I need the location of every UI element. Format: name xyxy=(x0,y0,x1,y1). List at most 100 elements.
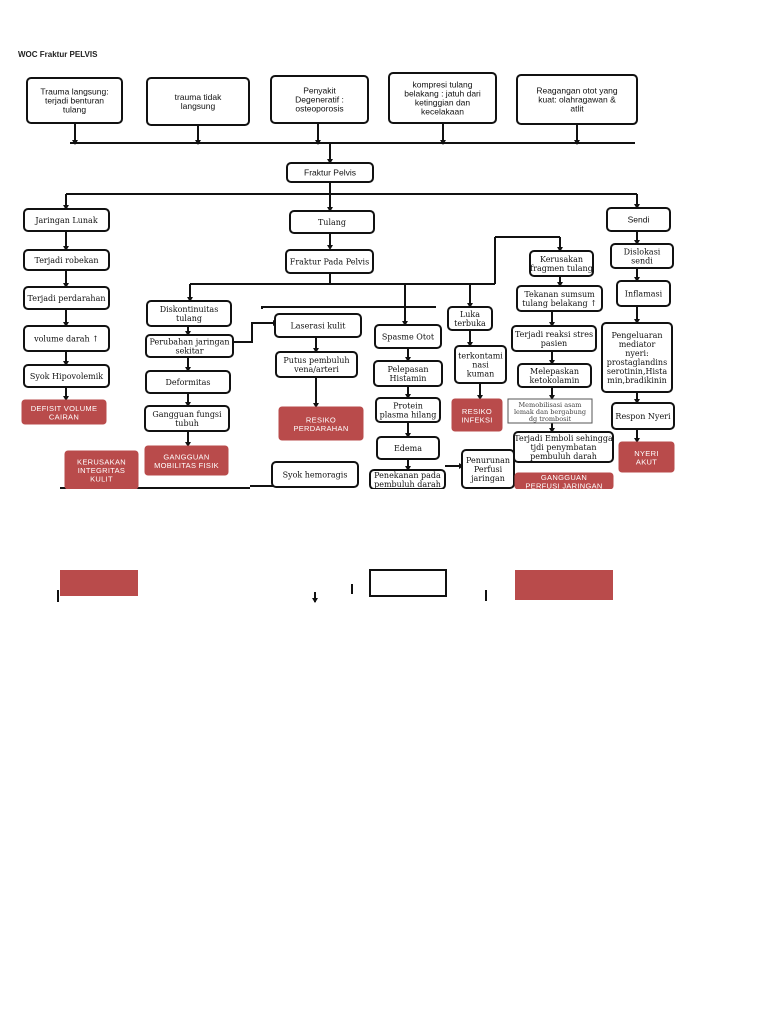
node-label-line: sendi xyxy=(631,257,653,266)
node-box xyxy=(23,364,110,388)
node-label-line: Pelepasan xyxy=(388,365,429,374)
node-box xyxy=(376,436,440,460)
node-label-line: Sendi xyxy=(628,215,650,225)
node-label-line: Degeneratif : xyxy=(295,95,344,105)
node-box xyxy=(275,351,358,378)
node-label-line: tulang xyxy=(63,105,86,115)
partial-fragments xyxy=(60,569,613,600)
node-label-line: Dislokasi xyxy=(624,248,661,257)
node-label-line: nasi xyxy=(472,361,489,370)
node-label-line: Melepaskan xyxy=(530,367,579,376)
node-label-line: nyeri: xyxy=(625,349,648,358)
fragment-red-left xyxy=(60,570,138,596)
node-box xyxy=(374,324,442,349)
node-box xyxy=(146,77,250,126)
node-box xyxy=(285,249,374,274)
node-box xyxy=(21,399,107,425)
node-label-line: ketinggian dan xyxy=(415,98,471,108)
node-fraktur-pada-pelvis: Fraktur Pada Pelvis xyxy=(285,249,374,274)
node-label-line: GANGGUAN xyxy=(541,473,587,482)
node-label-line: Spasme Otot xyxy=(382,333,435,342)
node-label-line: RESIKO xyxy=(462,407,492,416)
node-label-line: atlit xyxy=(570,104,584,114)
node-label-line: Syok Hipovolemik xyxy=(30,372,103,381)
node-pengeluaran-mediator: Pengeluaranmediatornyeri:prostaglandinss… xyxy=(601,322,673,393)
node-box xyxy=(388,72,497,124)
node-label-line: trauma tidak xyxy=(175,92,223,102)
node-label-line: GANGGUAN xyxy=(163,452,209,461)
node-label-line: pembuluh darah xyxy=(374,480,441,489)
node-label-line: ketokolamin xyxy=(530,376,580,385)
node-box xyxy=(454,345,507,384)
node-box xyxy=(23,249,110,271)
node-label-line: Terjadi reaksi stres xyxy=(515,330,593,339)
blank-band xyxy=(0,489,768,569)
node-laserasi-kulit: Laserasi kulit xyxy=(274,313,362,338)
node-label-line: Putus pembuluh xyxy=(283,356,349,365)
node-label-line: terjadi benturan xyxy=(45,96,104,106)
node-label-line: Syok hemoragis xyxy=(283,471,348,480)
node-box xyxy=(511,325,597,352)
node-box xyxy=(517,363,592,388)
node-box xyxy=(23,286,110,310)
node-box xyxy=(145,370,231,394)
node-label-line: kompresi tulang xyxy=(412,80,472,90)
node-label-line: terbuka xyxy=(454,319,486,328)
page-title: WOC Fraktur PELVIS xyxy=(18,50,98,59)
node-label-line: PERDARAHAN xyxy=(293,424,348,433)
node-box xyxy=(461,449,515,489)
node-label-line: Perfusi xyxy=(474,465,503,474)
node-label-line: Kerusakan xyxy=(540,255,583,264)
node-label-line: MOBILITAS FISIK xyxy=(154,461,219,470)
node-label-line: CAIRAN xyxy=(49,412,79,421)
node-label-line: min,bradikinin xyxy=(607,376,667,385)
node-label-line: Inflamasi xyxy=(625,290,663,299)
node-label-line: belakang : jatuh dari xyxy=(404,89,481,99)
node-label-line: PERFUSI JARINGAN xyxy=(525,481,602,490)
node-label-line: kuman xyxy=(467,370,495,379)
node-label-line: lemak dan bergabung xyxy=(514,408,586,416)
node-label-line: serotinin,Hista xyxy=(607,367,668,376)
node-box xyxy=(23,325,110,352)
node-label-line: tulang belakang ↑ xyxy=(522,299,597,308)
node-inflamasi: Inflamasi xyxy=(616,280,671,307)
fragment-red-right xyxy=(515,570,613,600)
node-box xyxy=(616,280,671,307)
node-label-line: kecelakaan xyxy=(421,107,464,117)
node-label-line: Tekanan sumsum xyxy=(524,290,595,299)
node-label-line: Respon Nyeri xyxy=(615,412,671,421)
node-edema: Edema xyxy=(376,436,440,460)
node-label-line: Terjadi Emboli sehingga xyxy=(514,434,613,443)
node-label-line: Tulang xyxy=(318,218,346,227)
node-box xyxy=(375,397,441,423)
node-box xyxy=(601,322,673,393)
node-label-line: NYERI xyxy=(634,449,658,458)
node-volume-darah: volume darah ↑ xyxy=(23,325,110,352)
node-box xyxy=(23,208,110,232)
node-label-line: Pengeluaran xyxy=(612,331,663,340)
node-label-line: AKUT xyxy=(636,457,657,466)
node-box xyxy=(529,250,594,277)
node-deformitas: Deformitas xyxy=(145,370,231,394)
node-label-line: dg trombosit xyxy=(529,415,572,423)
node-sendi: Sendi xyxy=(606,207,671,232)
node-box xyxy=(447,306,493,331)
node-box xyxy=(507,398,593,424)
node-label-line: Luka xyxy=(460,310,480,319)
